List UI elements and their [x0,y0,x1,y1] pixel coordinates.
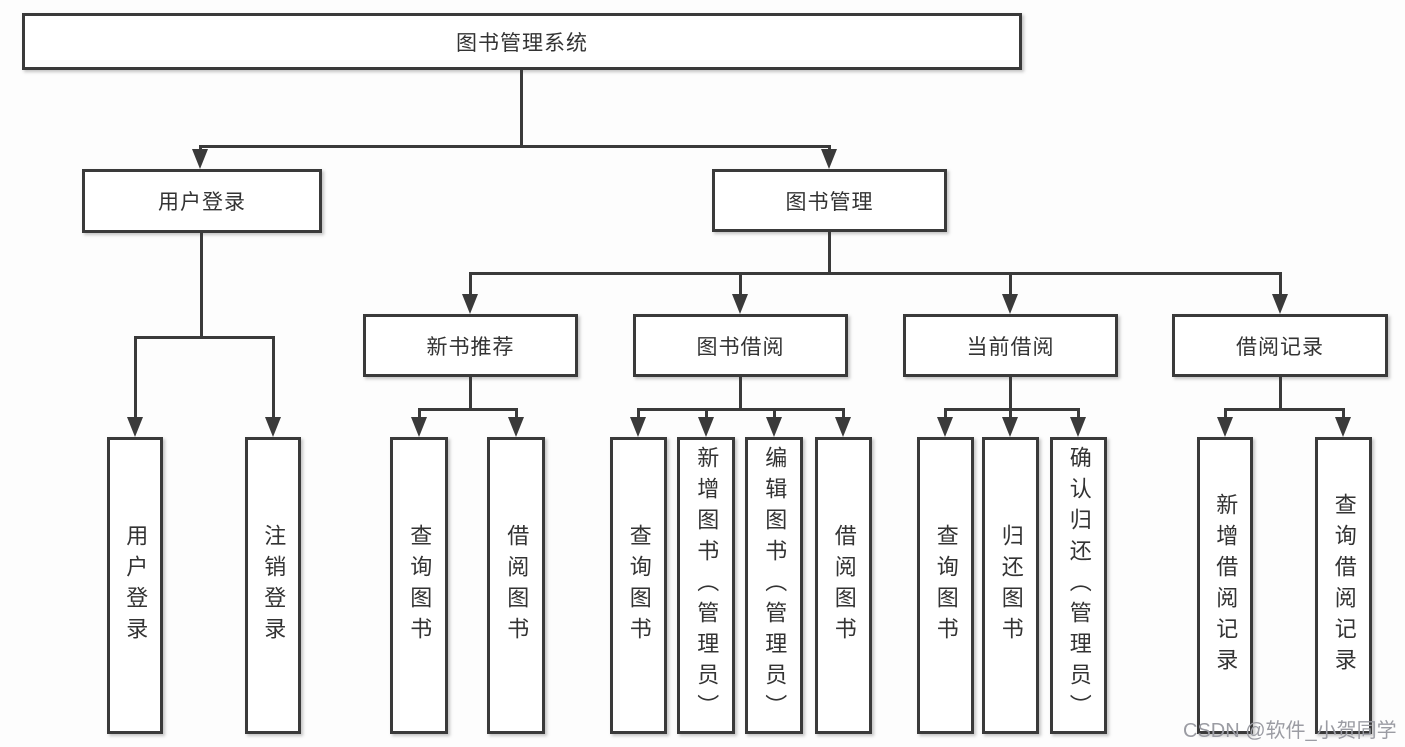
leaf-label: 查询图书 [626,523,652,648]
arrow-down-icon [1002,417,1018,437]
arrow-down-icon [1070,417,1086,437]
arrow-down-icon [1002,294,1018,314]
node-book-management: 图书管理 [712,169,947,232]
leaf-query-book-borrow: 查询图书 [610,437,667,734]
arrow-down-icon [265,417,281,437]
node-current-borrow: 当前借阅 [903,314,1118,377]
csdn-watermark: CSDN @软件_小贺同学 [1183,720,1397,742]
arrow-down-icon [698,417,714,437]
node-user-login: 用户登录 [82,169,322,233]
connector-arrow-shaft [637,408,640,421]
node-borrow-record: 借阅记录 [1172,314,1388,377]
leaf-return-book: 归还图书 [982,437,1039,734]
connector-current-borrow-stem [1009,377,1012,408]
connector-arrow-shaft [944,408,947,421]
connector-borrow-record-stem [1279,377,1282,408]
node-label: 图书管理系统 [456,31,588,55]
arrow-down-icon [732,294,748,314]
connector-user-login-stem [200,233,203,336]
arrow-down-icon [821,149,837,169]
leaf-label: 用户登录 [123,523,149,648]
connector-arrow-shaft [515,408,518,421]
connector-user-login-branch [134,336,275,339]
leaf-query-book-recommend: 查询图书 [390,437,448,734]
arrow-down-icon [937,417,953,437]
leaf-label: 确认归还（管理员） [1066,446,1092,725]
leaf-label: 借阅图书 [831,523,857,648]
arrow-down-icon [630,417,646,437]
arrow-down-icon [1272,294,1288,314]
connector-arrow-shaft [1224,408,1227,421]
connector-arrow-shaft [469,272,472,298]
leaf-label: 查询图书 [933,523,959,648]
connector-root-branch [199,145,831,148]
leaf-logout: 注销登录 [245,437,301,734]
leaf-borrow-book: 借阅图书 [815,437,872,734]
leaf-label: 查询借阅记录 [1331,492,1357,679]
leaf-label: 新增图书（管理员） [694,446,720,725]
connector-arrow-shaft [773,408,776,421]
arrow-down-icon [1335,417,1351,437]
connector-arrow-shaft [1009,272,1012,298]
connector-book-mgmt-stem [828,232,831,272]
arrow-down-icon [1217,417,1233,437]
connector-arrow-shaft [1342,408,1345,421]
leaf-confirm-return-admin: 确认归还（管理员） [1050,437,1107,734]
connector-arrow-shaft [418,408,421,421]
leaf-label: 借阅图书 [504,523,530,648]
node-label: 图书借阅 [696,335,785,359]
connector-arrow-shaft [272,336,275,419]
connector-book-borrow-stem [739,377,742,408]
leaf-label: 新增借阅记录 [1213,492,1239,679]
node-label: 当前借阅 [966,335,1055,359]
connector-arrow-shaft [1077,408,1080,421]
arrow-down-icon [462,294,478,314]
leaf-add-borrow-record: 新增借阅记录 [1197,437,1253,734]
connector-current-borrow-branch [944,408,1080,411]
node-label: 用户登录 [158,191,246,214]
connector-arrow-shaft [705,408,708,421]
connector-root-stem [520,70,523,145]
node-book-borrow: 图书借阅 [633,314,848,377]
connector-new-rec-stem [469,377,472,408]
connector-new-rec-branch [418,408,518,411]
leaf-query-borrow-record: 查询借阅记录 [1315,437,1372,734]
leaf-label: 编辑图书（管理员） [762,446,788,725]
leaf-label: 归还图书 [998,523,1024,648]
node-label: 图书管理 [785,190,874,214]
node-new-book-recommend: 新书推荐 [363,314,578,377]
arrow-down-icon [835,417,851,437]
connector-arrow-shaft [842,408,845,421]
node-label: 新书推荐 [426,335,515,359]
arrow-down-icon [127,417,143,437]
connector-arrow-shaft [1009,408,1012,421]
connector-arrow-shaft [1279,272,1282,298]
arrow-down-icon [411,417,427,437]
connector-book-borrow-branch [637,408,845,411]
node-label: 借阅记录 [1236,335,1324,359]
leaf-query-book-current: 查询图书 [917,437,974,734]
arrow-down-icon [192,149,208,169]
arrow-down-icon [508,417,524,437]
leaf-edit-book-admin: 编辑图书（管理员） [745,437,803,734]
connector-borrow-record-branch [1224,408,1345,411]
node-library-system: 图书管理系统 [22,13,1022,70]
leaf-add-book-admin: 新增图书（管理员） [677,437,735,734]
leaf-label: 查询图书 [407,523,433,648]
leaf-label: 注销登录 [261,523,287,648]
connector-book-mgmt-branch [469,272,1282,275]
connector-arrow-shaft [134,336,137,419]
connector-arrow-shaft [739,272,742,298]
leaf-borrow-book-recommend: 借阅图书 [487,437,545,734]
leaf-user-login: 用户登录 [107,437,163,734]
arrow-down-icon [766,417,782,437]
